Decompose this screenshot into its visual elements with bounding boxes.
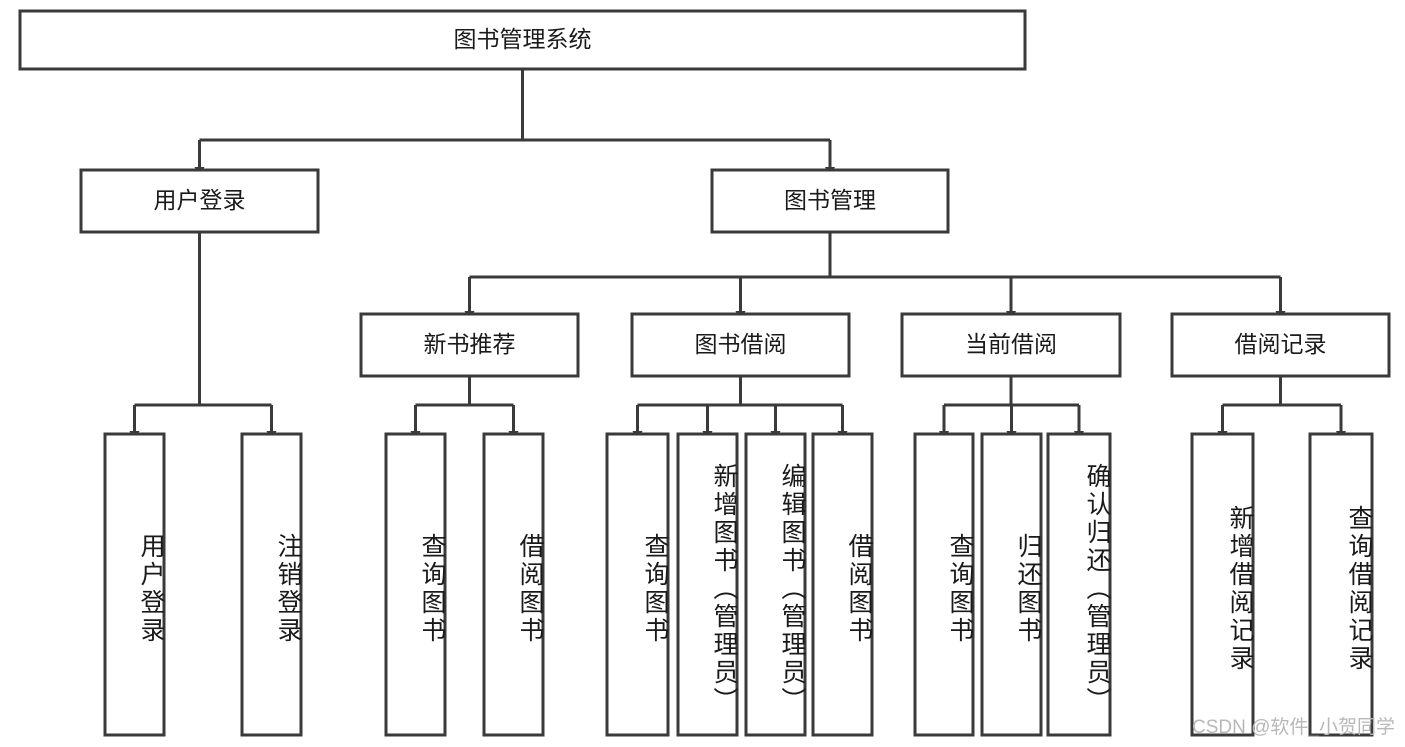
level3-node-box-0[interactable] bbox=[359, 312, 580, 378]
leaf-node-box-5[interactable] bbox=[676, 432, 739, 737]
leaf-node-box-8[interactable] bbox=[913, 432, 975, 737]
leaf-node-box-1[interactable] bbox=[240, 432, 303, 737]
leaf-node-box-12[interactable] bbox=[1308, 432, 1374, 737]
leaf-node-box-11[interactable] bbox=[1190, 432, 1255, 737]
level3-node-label-0: 新书推荐 bbox=[424, 331, 516, 357]
connector-lines bbox=[129, 69, 1346, 441]
leaf-node-box-0[interactable] bbox=[103, 432, 166, 737]
level2-node-label-1: 图书管理 bbox=[784, 187, 876, 213]
leaf-node-box-4[interactable] bbox=[605, 432, 670, 737]
level2-node-label-0: 用户登录 bbox=[154, 187, 246, 213]
level3-node-label-2: 当前借阅 bbox=[965, 331, 1057, 357]
leaf-node-box-6[interactable] bbox=[744, 432, 807, 737]
watermark: CSDN @软件_小贺同学 bbox=[1192, 717, 1395, 738]
root-node-label: 图书管理系统 bbox=[454, 26, 592, 52]
level2-node-box-0[interactable] bbox=[79, 168, 320, 234]
level3-node-box-1[interactable] bbox=[630, 312, 851, 378]
level2-node-box-1[interactable] bbox=[710, 168, 950, 234]
leaf-node-box-10[interactable] bbox=[1046, 432, 1112, 737]
root-node-box[interactable] bbox=[18, 9, 1027, 71]
level3-node-box-3[interactable] bbox=[1170, 312, 1391, 378]
leaf-node-box-9[interactable] bbox=[980, 432, 1043, 737]
leaf-node-box-3[interactable] bbox=[482, 432, 545, 737]
node-boxes bbox=[18, 9, 1391, 737]
level3-node-label-1: 图书借阅 bbox=[695, 331, 787, 357]
level3-node-box-2[interactable] bbox=[900, 312, 1122, 378]
leaf-node-box-7[interactable] bbox=[811, 432, 874, 737]
level3-node-label-3: 借阅记录 bbox=[1235, 331, 1327, 357]
leaf-node-box-2[interactable] bbox=[384, 432, 447, 737]
